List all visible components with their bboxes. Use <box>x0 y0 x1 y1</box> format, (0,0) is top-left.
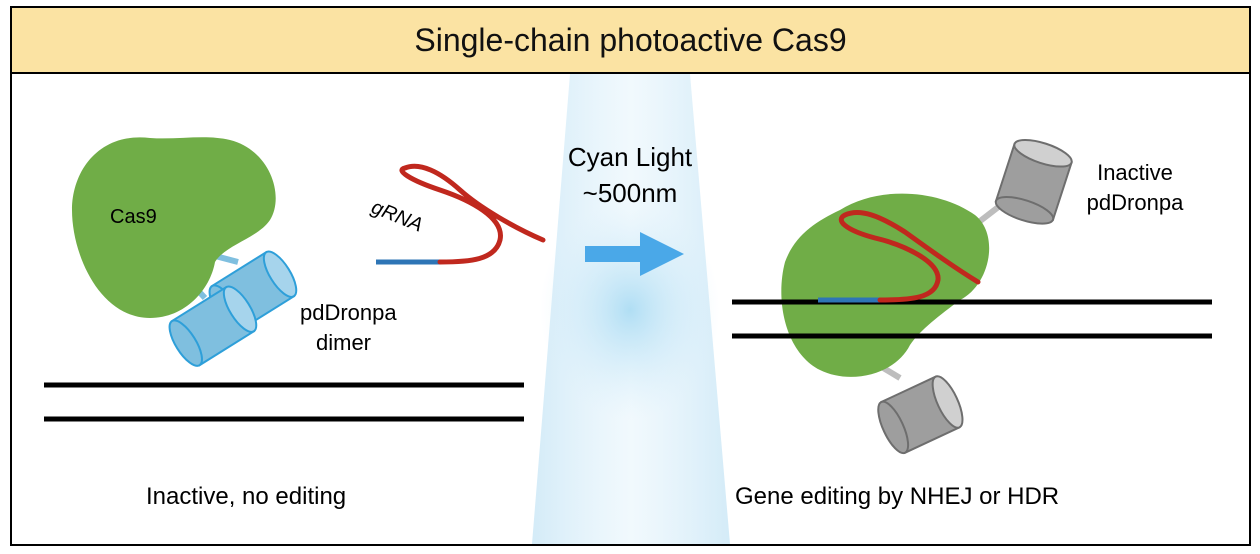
cas9-protein-right <box>781 193 990 377</box>
right-panel: Inactive pdDronpa Gene editing by NHEJ o… <box>732 138 1212 510</box>
inactive-pddronpa-bottom <box>877 375 964 455</box>
activation-arrow <box>585 232 684 276</box>
diagram-title: Single-chain photoactive Cas9 <box>414 21 847 58</box>
cas9-label: Cas9 <box>110 206 157 228</box>
cas9-protein-left <box>72 137 276 318</box>
inactive-pddronpa-top <box>994 138 1073 225</box>
light-label-1: Cyan Light <box>568 142 693 172</box>
grna-label: gRNA <box>368 196 426 236</box>
light-annotation: Cyan Light ~500nm <box>568 142 693 276</box>
right-caption: Gene editing by NHEJ or HDR <box>735 483 1059 510</box>
grna-scaffold-left <box>399 163 546 265</box>
left-caption: Inactive, no editing <box>146 483 346 510</box>
grna-scaffold-right <box>838 209 981 303</box>
title-bar: Single-chain photoactive Cas9 <box>12 8 1249 74</box>
inactive-label-2: pdDronpa <box>1087 190 1184 215</box>
inactive-label-1: Inactive <box>1097 160 1173 185</box>
left-panel: Cas9 pdDronpa dimer gRNA Inactive, no ed… <box>44 137 546 510</box>
pddronpa-label-2: dimer <box>316 330 371 355</box>
pddronpa-dimer <box>168 250 298 367</box>
pddronpa-label-1: pdDronpa <box>300 300 397 325</box>
light-label-2: ~500nm <box>583 178 678 208</box>
